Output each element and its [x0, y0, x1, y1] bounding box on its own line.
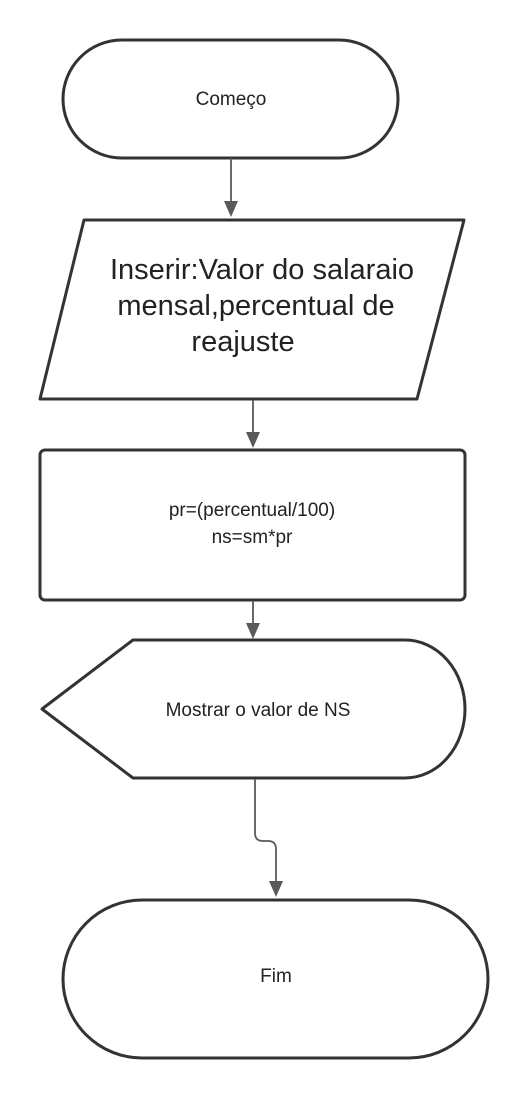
process-line-2: ns=sm*pr	[212, 527, 293, 548]
display-label: Mostrar o valor de NS	[166, 700, 351, 721]
connector-display-to-end	[254, 779, 283, 897]
end-label: Fim	[260, 966, 292, 987]
connector-process-to-display	[246, 601, 260, 639]
input-node[interactable]: Inserir:Valor do salaraio mensal,percent…	[38, 218, 466, 401]
process-line-1: pr=(percentual/100)	[169, 500, 335, 521]
connector-start-to-input	[224, 158, 238, 217]
input-line-3: reajuste	[191, 326, 294, 358]
start-node[interactable]: Começo	[61, 38, 400, 160]
connector-input-to-process	[246, 400, 260, 448]
input-line-2: mensal,percentual de	[117, 290, 394, 322]
start-label: Começo	[196, 89, 267, 110]
display-node[interactable]: Mostrar o valor de NS	[40, 638, 467, 780]
end-node[interactable]: Fim	[61, 898, 490, 1060]
process-node[interactable]: pr=(percentual/100) ns=sm*pr	[38, 448, 467, 602]
input-line-1: Inserir:Valor do salaraio	[110, 254, 414, 286]
